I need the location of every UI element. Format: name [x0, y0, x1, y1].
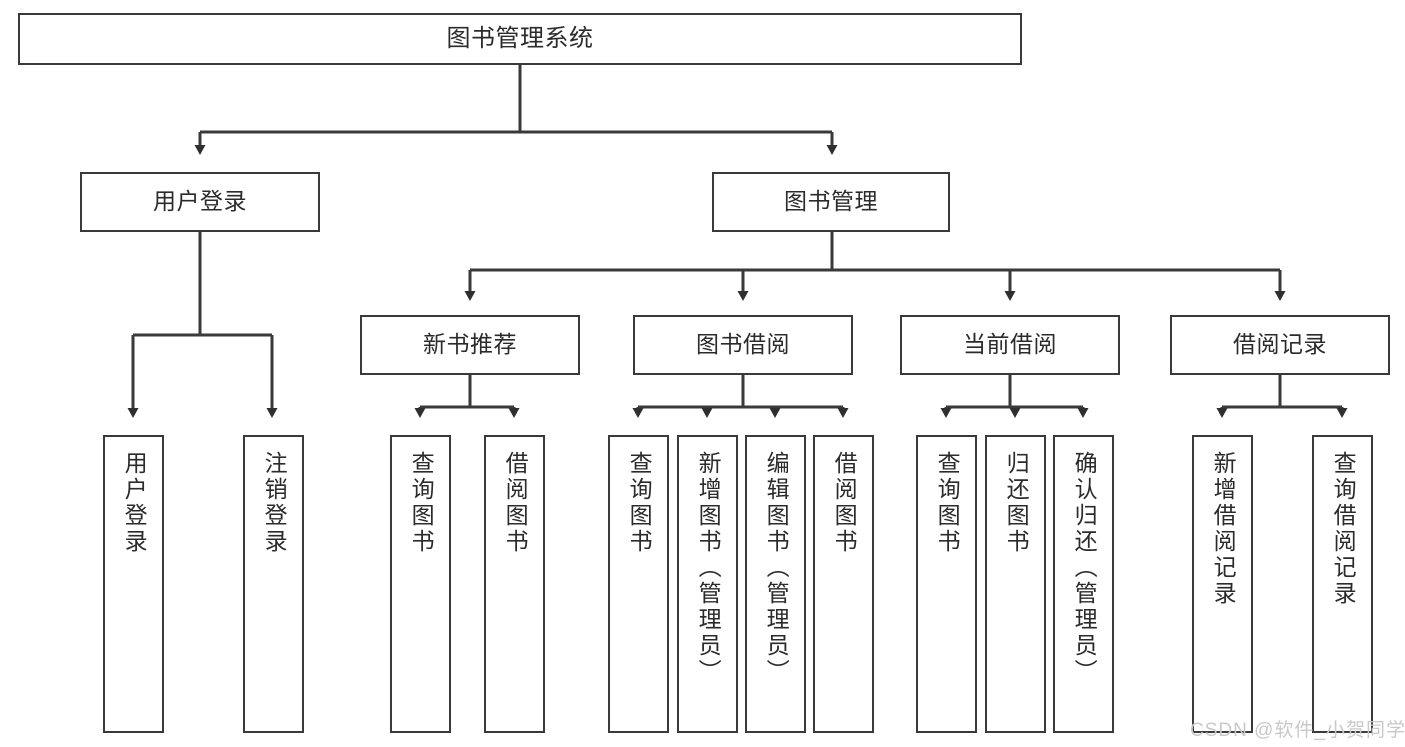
leaf-query-borrow-record-label: 查询借阅记录 [1330, 451, 1357, 607]
leaf-borrow-book-recommend[interactable]: 借阅图书 [484, 435, 545, 733]
leaf-query-book-borrow-label: 查询图书 [626, 451, 653, 555]
leaf-query-book-recommend-label: 查询图书 [408, 451, 435, 555]
leaf-query-book-current[interactable]: 查询图书 [916, 435, 977, 733]
node-root-label: 图书管理系统 [446, 24, 594, 52]
node-new-book-recommend[interactable]: 新书推荐 [360, 315, 580, 375]
leaf-edit-book-admin-label: 编辑图书（管理员） [763, 451, 790, 685]
leaf-query-book-recommend[interactable]: 查询图书 [390, 435, 451, 733]
leaf-edit-book-admin[interactable]: 编辑图书（管理员） [745, 435, 806, 733]
leaf-logout[interactable]: 注销登录 [243, 435, 304, 733]
leaf-borrow-book-label: 借阅图书 [831, 451, 858, 555]
leaf-add-book-admin[interactable]: 新增图书（管理员） [677, 435, 738, 733]
leaf-confirm-return-admin-label: 确认归还（管理员） [1071, 451, 1098, 685]
leaf-return-book-label: 归还图书 [1003, 451, 1030, 555]
node-user-login[interactable]: 用户登录 [80, 172, 320, 232]
leaf-borrow-book-recommend-label: 借阅图书 [502, 451, 529, 555]
node-borrow-record[interactable]: 借阅记录 [1170, 315, 1390, 375]
node-root[interactable]: 图书管理系统 [18, 13, 1022, 65]
leaf-add-book-admin-label: 新增图书（管理员） [695, 451, 722, 685]
leaf-add-borrow-record-label: 新增借阅记录 [1210, 451, 1237, 607]
leaf-query-book-current-label: 查询图书 [934, 451, 961, 555]
node-book-borrow-label: 图书借阅 [696, 331, 790, 358]
csdn-watermark: CSDN @软件_小贺同学 [1190, 720, 1405, 741]
leaf-user-login[interactable]: 用户登录 [103, 435, 164, 733]
node-book-manage-label: 图书管理 [784, 188, 878, 215]
leaf-confirm-return-admin[interactable]: 确认归还（管理员） [1053, 435, 1114, 733]
leaf-add-borrow-record[interactable]: 新增借阅记录 [1192, 435, 1253, 733]
node-new-book-recommend-label: 新书推荐 [423, 331, 517, 358]
node-book-manage[interactable]: 图书管理 [712, 172, 950, 232]
leaf-query-book-borrow[interactable]: 查询图书 [608, 435, 669, 733]
node-user-login-label: 用户登录 [153, 188, 247, 215]
node-book-borrow[interactable]: 图书借阅 [633, 315, 853, 375]
leaf-user-login-label: 用户登录 [121, 451, 148, 555]
leaf-return-book[interactable]: 归还图书 [985, 435, 1046, 733]
node-current-borrow[interactable]: 当前借阅 [900, 315, 1120, 375]
node-current-borrow-label: 当前借阅 [963, 331, 1057, 358]
leaf-logout-label: 注销登录 [261, 451, 288, 555]
leaf-query-borrow-record[interactable]: 查询借阅记录 [1312, 435, 1373, 733]
leaf-borrow-book[interactable]: 借阅图书 [813, 435, 874, 733]
node-borrow-record-label: 借阅记录 [1233, 331, 1327, 358]
